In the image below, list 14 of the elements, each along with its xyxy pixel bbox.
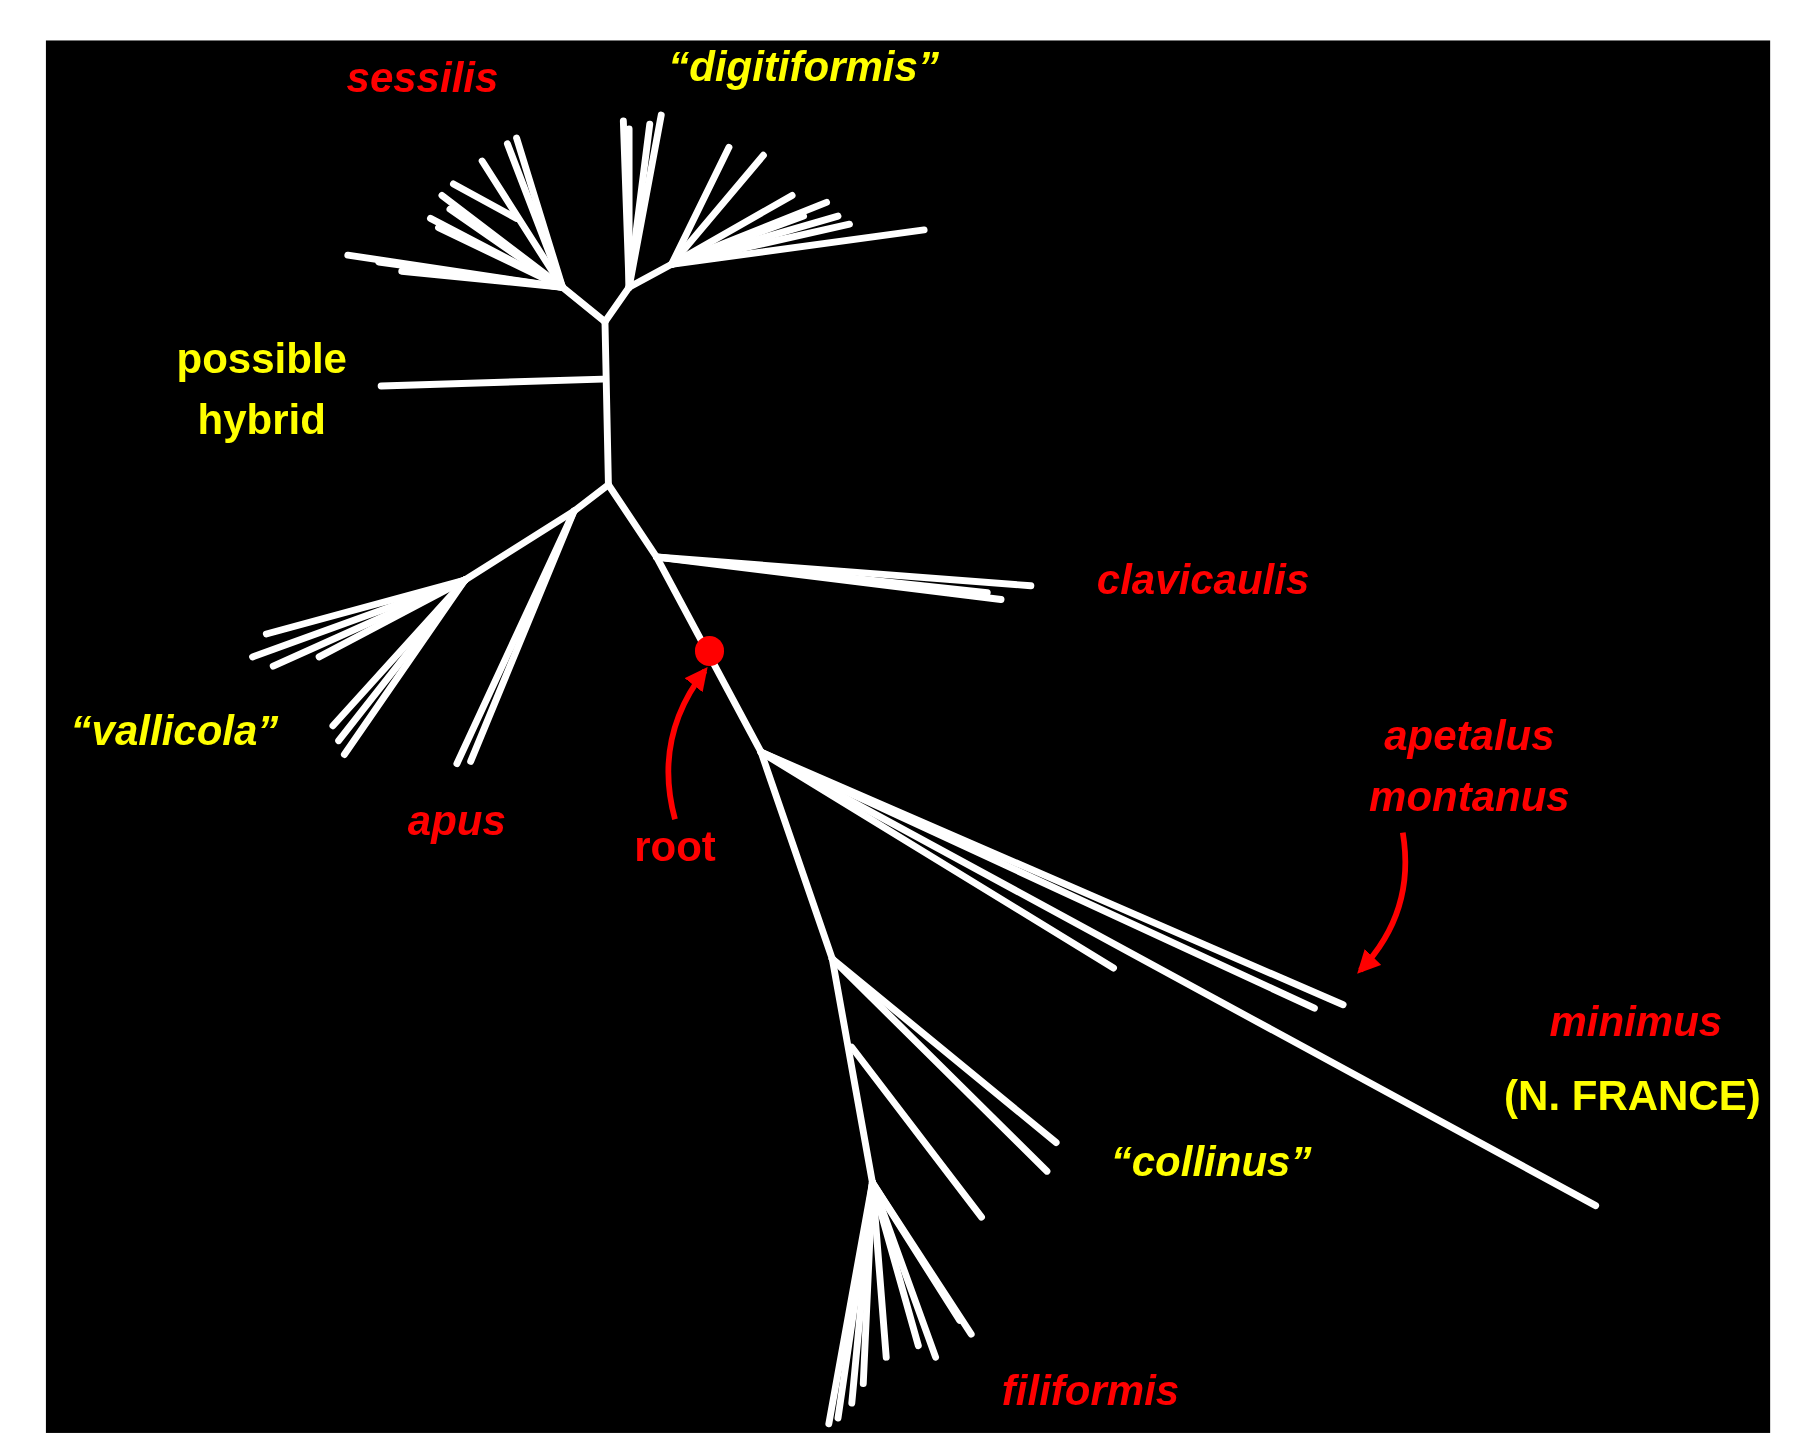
- taxon-label: “vallicola”: [70, 705, 279, 756]
- taxon-label: minimus: [1549, 996, 1723, 1047]
- leader-arrow: [1357, 832, 1409, 974]
- taxon-label: filiformis: [1001, 1365, 1180, 1416]
- leader-arrow: [665, 666, 708, 820]
- note-label: (N. FRANCE): [1504, 1070, 1761, 1121]
- taxon-label: apus: [407, 795, 506, 846]
- taxon-label: “collinus”: [1110, 1136, 1312, 1187]
- taxon-label: apetalus montanus: [1320, 705, 1619, 828]
- note-label: possible hybrid: [175, 334, 348, 446]
- taxon-label: sessilis: [346, 52, 499, 103]
- root-label: root: [634, 816, 716, 878]
- taxon-label: “digitiformis”: [668, 41, 939, 92]
- taxon-label: clavicaulis: [1096, 554, 1310, 605]
